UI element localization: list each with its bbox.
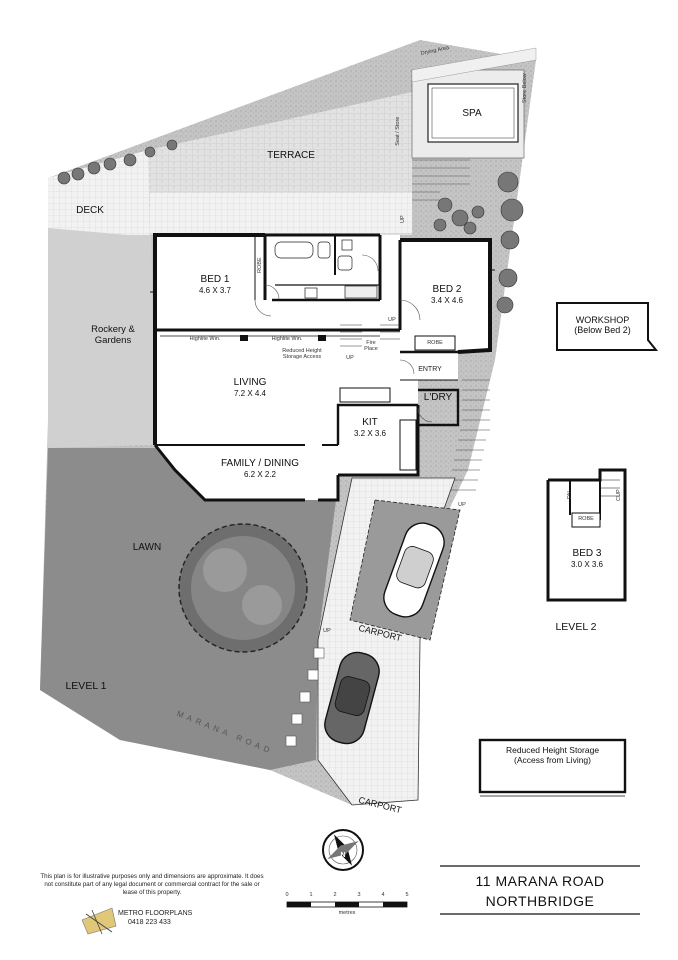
- disclaimer: This plan is for illustrative purposes o…: [40, 873, 264, 896]
- scale-bar: [286, 901, 408, 908]
- up-label-3: UP: [399, 215, 406, 223]
- address-line1: 11 MARANA ROAD: [475, 873, 605, 889]
- highlite-label-1: Highlite Win.: [189, 336, 221, 342]
- compass-north: N: [340, 852, 346, 859]
- room-size: 3.4 X 4.6: [430, 295, 464, 305]
- scale-tick-5: 5: [405, 892, 409, 898]
- storage-box: [478, 738, 627, 794]
- room-name: BED 1: [200, 274, 230, 285]
- room-size: 3.2 X 3.6: [353, 428, 387, 438]
- drying-area: [411, 47, 537, 83]
- car-upper: [383, 522, 445, 618]
- room-name: BED 2: [432, 284, 462, 295]
- spa-pool: [427, 83, 519, 143]
- highlite-label-2: Highlite Win.: [271, 336, 303, 342]
- up-label-2: UP: [388, 317, 396, 323]
- level2-walls: [546, 468, 627, 602]
- terrace-label: TERRACE: [267, 150, 315, 161]
- walkway: [150, 193, 412, 233]
- workshop-box: [556, 302, 659, 351]
- brand-name: METRO FLOORPLANS: [118, 910, 193, 917]
- scale-tick-3: 3: [357, 892, 361, 898]
- up-label-5: UP: [323, 628, 331, 634]
- store-below-label: Store Below: [521, 73, 528, 103]
- scale-unit: metres: [338, 910, 356, 916]
- car-lower: [324, 651, 380, 745]
- address-line2: NORTHBRIDGE: [485, 893, 595, 909]
- scale-tick-1: 1: [309, 892, 313, 898]
- room-size: 3.0 X 3.6: [570, 559, 604, 569]
- shrubs: [57, 139, 524, 314]
- room-name: LIVING: [233, 377, 267, 388]
- reduced-access-label: Reduced Height Storage Access: [282, 348, 322, 361]
- cup-label: CUP: [615, 489, 622, 501]
- lawn-label: LAWN: [132, 542, 162, 553]
- robe-label-bed3: ROBE: [578, 516, 594, 522]
- rockery-label: Rockery & Gardens: [91, 324, 135, 346]
- seat-store-label: Seat / Store: [394, 116, 401, 146]
- level2-label: LEVEL 2: [555, 621, 597, 633]
- up-label-4: UP: [458, 502, 466, 508]
- scale-tick-2: 2: [333, 892, 337, 898]
- room-entry: ENTRY: [418, 366, 442, 373]
- room-name: FAMILY / DINING: [221, 458, 299, 469]
- room-name: BED 3: [572, 548, 602, 559]
- robe-label-bed2: ROBE: [427, 340, 443, 346]
- room-ldry: L'DRY: [423, 392, 453, 403]
- robe-label-bed1: ROBE: [256, 257, 263, 273]
- level1-label: LEVEL 1: [65, 680, 107, 692]
- deck-label: DECK: [76, 205, 104, 216]
- room-size: 7.2 X 4.4: [233, 388, 267, 398]
- fire-label: Fire Place: [364, 340, 378, 353]
- storage-box-label: Reduced Height Storage (Access from Livi…: [505, 745, 600, 765]
- up-label-1: UP: [346, 355, 354, 361]
- scale-tick-4: 4: [381, 892, 385, 898]
- scale-tick-0: 0: [285, 892, 289, 898]
- brand-phone: 0418 223 433: [128, 918, 171, 926]
- room-size: 6.2 X 2.2: [243, 469, 277, 479]
- spa-label: SPA: [462, 108, 482, 119]
- dn-label: DN: [566, 491, 573, 500]
- brand-logo: [81, 907, 117, 935]
- brand-text: METRO FLOORPLANS 0418 223 433: [118, 910, 192, 928]
- room-name: KIT: [362, 417, 378, 428]
- room-size: 4.6 X 3.7: [198, 285, 232, 295]
- room-workshop: WORKSHOP (Below Bed 2): [574, 315, 631, 336]
- compass-icon: [322, 829, 364, 871]
- bathroom-fixtures: [274, 239, 378, 299]
